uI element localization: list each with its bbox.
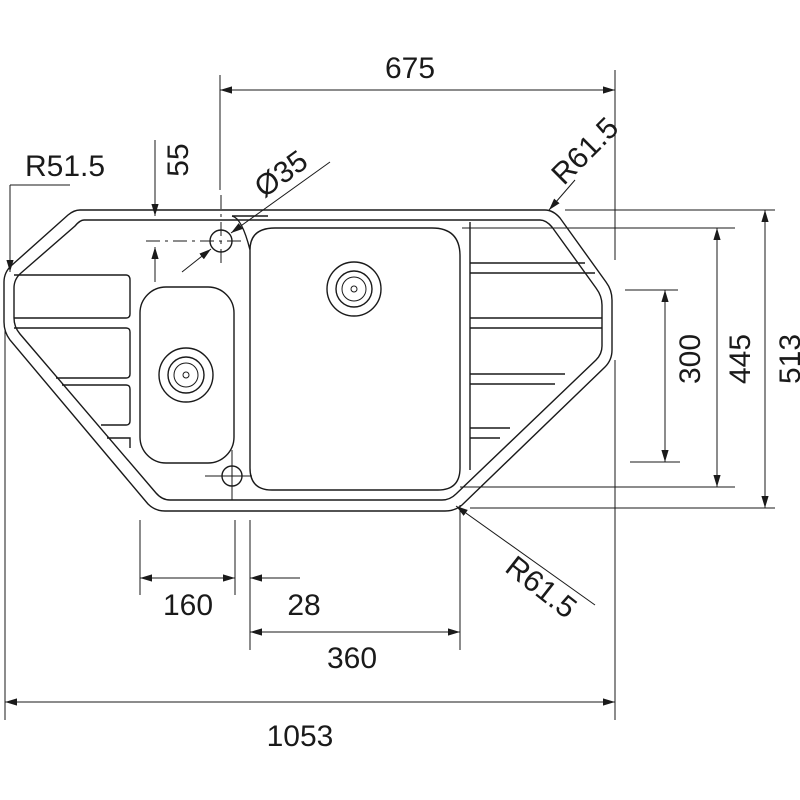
- dim-28-label: 28: [287, 589, 320, 622]
- large-bowl-drain-icon: [326, 261, 382, 317]
- dim-300-label: 300: [674, 334, 707, 384]
- left-drainer-ribs: [14, 274, 131, 448]
- extension-lines: [4, 70, 775, 720]
- dim-360-label: 360: [327, 642, 377, 675]
- small-bowl: [139, 286, 235, 464]
- dim-445-label: 445: [724, 334, 757, 384]
- large-bowl: [231, 215, 461, 491]
- dim-55-label: 55: [162, 143, 195, 176]
- dim-160-label: 160: [163, 589, 213, 622]
- right-drainer-ribs: [469, 222, 602, 470]
- radius-top-right-label: R61.5: [545, 111, 625, 191]
- tap-hole-diameter-label: Ø35: [249, 144, 314, 204]
- small-bowl-drain-icon: [158, 347, 214, 403]
- radius-left-label: R51.5: [25, 150, 105, 183]
- dim-675-label: 675: [385, 52, 435, 85]
- sink-outline: [3, 209, 613, 512]
- tap-hole-icon: [146, 195, 246, 268]
- dim-513-label: 513: [774, 334, 800, 384]
- dim-1053-label: 1053: [267, 720, 334, 753]
- overflow-hole-icon: [205, 450, 252, 500]
- dimension-lines: [5, 86, 769, 706]
